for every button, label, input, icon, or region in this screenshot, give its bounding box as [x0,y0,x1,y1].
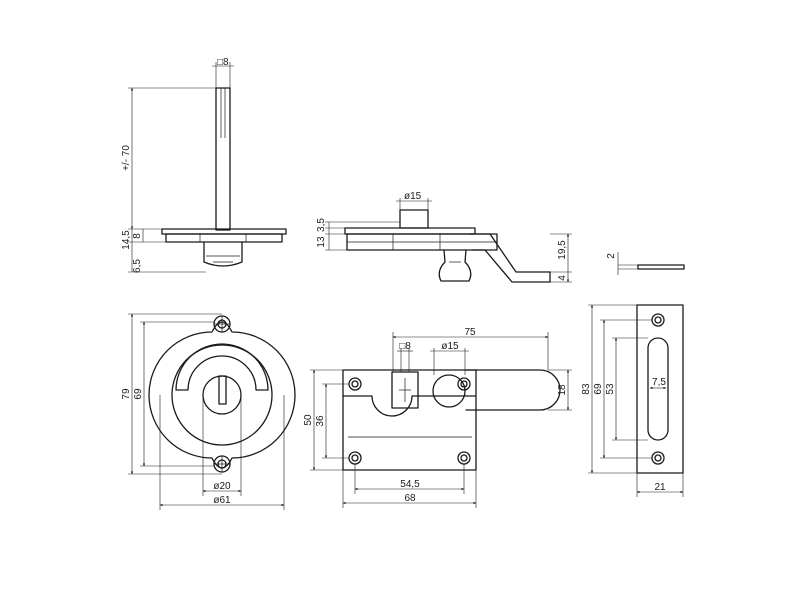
bolt-latch-front [310,332,572,508]
dim-top-3-5: 3,5 [316,218,327,232]
dim-rose-d20: ø20 [213,481,231,492]
dim-side-sq8: □8 [217,57,229,68]
strike-plate [588,304,684,497]
dim-bolt-18: 18 [557,384,568,396]
dim-rose-d61: ø61 [213,495,231,506]
dim-top-19-5: 19,5 [557,240,568,260]
indicator-rose [128,313,296,510]
dim-bolt-50: 50 [303,414,314,426]
dim-plate-2: 2 [606,253,617,259]
dim-keep-83: 83 [581,383,592,395]
dim-keep-69: 69 [593,383,604,395]
dim-bolt-54-5: 54,5 [400,479,420,490]
dim-side-14-5: 14,5 [121,230,132,250]
dim-keep-53: 53 [605,383,616,395]
dim-top-4: 4 [557,275,568,281]
dim-bolt-75: 75 [464,327,476,338]
dim-rose-79: 79 [121,388,132,400]
dim-bolt-68: 68 [404,493,416,504]
dim-bolt-d15: ø15 [441,341,459,352]
dim-side-8: 8 [132,233,143,239]
dim-bolt-36: 36 [315,415,326,427]
dim-bolt-sq8: □8 [399,341,411,352]
dim-keep-21: 21 [654,482,666,493]
section-view [325,198,572,283]
dim-side-6-5: 6,5 [132,259,143,273]
dim-top-13: 13 [316,236,327,248]
plate-profile [617,252,685,275]
dim-top-d15: ø15 [404,191,422,202]
dim-side-70: +/- 70 [121,145,132,171]
dim-rose-69: 69 [133,388,144,400]
side-view [128,62,287,273]
dim-keep-7-5: 7,5 [652,377,666,388]
